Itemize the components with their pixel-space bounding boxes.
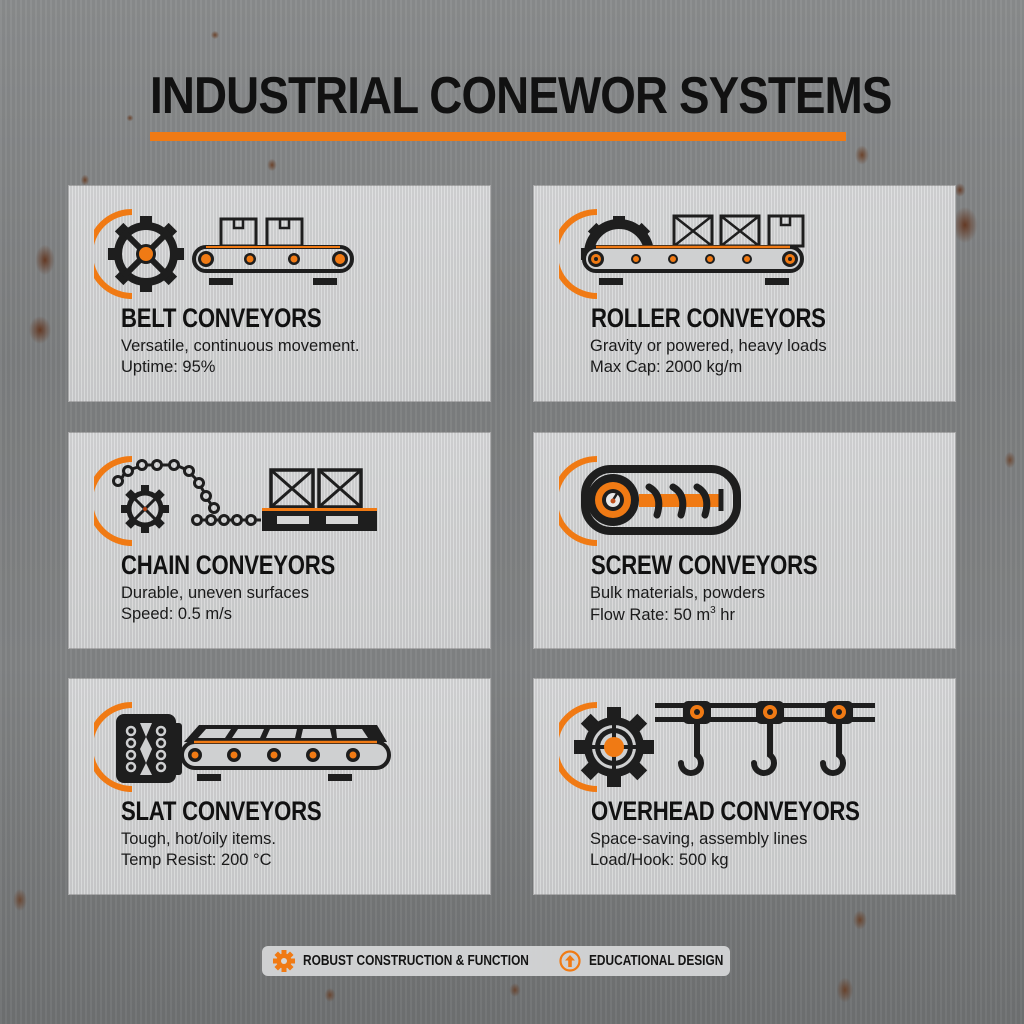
card-title: SLAT CONVEYORS: [121, 796, 322, 826]
header: INDUSTRIAL CONEWOR SYSTEMS: [150, 66, 892, 141]
card-title: SCREW CONVEYORS: [591, 550, 818, 580]
card-stat: Uptime: 95%: [121, 358, 216, 376]
card-screw-conveyors: SCREW CONVEYORS Bulk materials, powders …: [533, 432, 956, 649]
card-roller-conveyors: ROLLER CONVEYORS Gravity or powered, hea…: [533, 185, 956, 402]
card-stat: Flow Rate: 50 m3 hr: [590, 605, 735, 624]
card-description: Versatile, continuous movement.: [121, 337, 360, 355]
card-title: OVERHEAD CONVEYORS: [591, 796, 860, 826]
card-description: Bulk materials, powders: [590, 584, 766, 602]
chain-conveyor-icon: [94, 456, 377, 546]
card-description: Durable, uneven surfaces: [121, 584, 310, 602]
belt-conveyor-icon: [94, 209, 354, 299]
screw-conveyor-icon: [559, 456, 741, 546]
card-stat: Load/Hook: 500 kg: [590, 851, 729, 869]
card-stat: Temp Resist: 200 °C: [121, 851, 272, 869]
footer-item-robust: ROBUST CONSTRUCTION & FUNCTION: [272, 949, 529, 973]
page-title: INDUSTRIAL CONEWOR SYSTEMS: [150, 67, 892, 125]
card-title: CHAIN CONVEYORS: [121, 550, 336, 580]
footer-label: EDUCATIONAL DESIGN: [589, 953, 724, 969]
card-stat: Max Cap: 2000 kg/m: [590, 358, 743, 376]
arrow-up-circle-icon: [559, 950, 581, 972]
footer-label: ROBUST CONSTRUCTION & FUNCTION: [303, 953, 529, 969]
card-overhead-conveyors: OVERHEAD CONVEYORS Space-saving, assembl…: [533, 678, 956, 895]
overhead-conveyor-icon: [559, 701, 875, 792]
title-underline: [150, 132, 846, 141]
card-stat: Speed: 0.5 m/s: [121, 605, 232, 623]
card-title: BELT CONVEYORS: [121, 303, 322, 333]
card-description: Tough, hot/oily items.: [121, 830, 276, 848]
footer-badge-bar: ROBUST CONSTRUCTION & FUNCTION EDUCATION…: [262, 946, 730, 976]
gear-icon: [273, 950, 295, 972]
card-description: Space-saving, assembly lines: [590, 830, 808, 848]
slat-conveyor-icon: [94, 702, 391, 792]
card-description: Gravity or powered, heavy loads: [590, 337, 827, 355]
card-title: ROLLER CONVEYORS: [591, 303, 826, 333]
card-chain-conveyors: CHAIN CONVEYORS Durable, uneven surfaces…: [68, 432, 491, 649]
card-belt-conveyors: BELT CONVEYORS Versatile, continuous mov…: [68, 185, 491, 402]
footer-item-educational: EDUCATIONAL DESIGN: [558, 949, 753, 973]
roller-conveyor-icon: [559, 209, 805, 299]
card-slat-conveyors: SLAT CONVEYORS Tough, hot/oily items. Te…: [68, 678, 491, 895]
